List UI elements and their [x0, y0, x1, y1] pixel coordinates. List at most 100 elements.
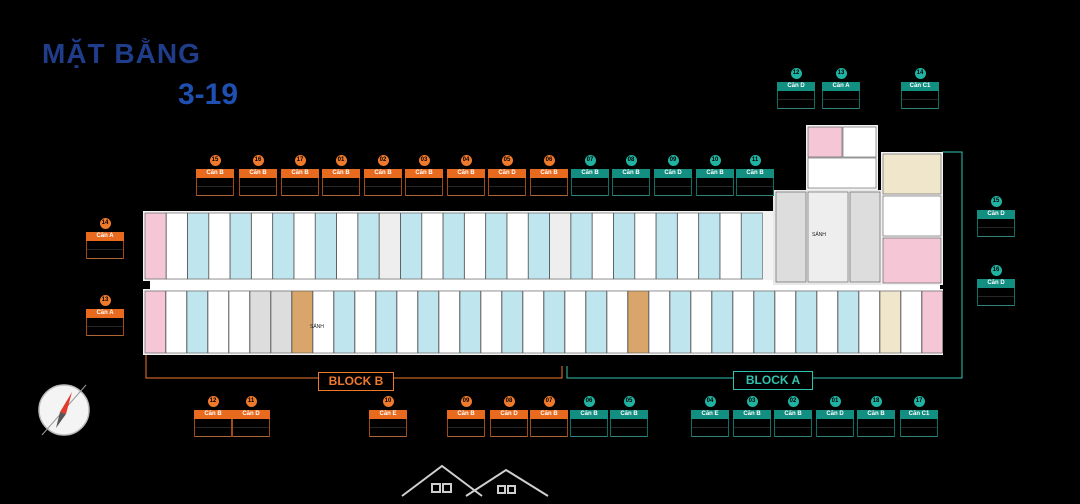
lower-unit-room — [543, 290, 565, 354]
lower-unit-room — [459, 290, 481, 354]
unit-number: 04 — [704, 396, 716, 407]
upper-unit-room — [442, 212, 465, 280]
tower-unit-room — [807, 126, 843, 158]
unit-number: 15 — [209, 155, 221, 166]
core-room — [849, 191, 881, 283]
lower-unit-room — [144, 290, 166, 354]
block-b-label: BLOCK B — [318, 372, 394, 391]
lobby-label-b: SẢNH — [310, 323, 324, 330]
unit-area-table — [696, 178, 734, 196]
upper-unit-room — [315, 212, 337, 280]
unit-number: 11 — [749, 155, 761, 166]
unit-type: Căn B — [736, 169, 774, 178]
block-b-bracket — [145, 352, 563, 379]
unit-type: Căn B — [447, 169, 485, 178]
unit-area-table — [610, 419, 648, 437]
lower-unit-room — [375, 290, 397, 354]
unit-area-table — [901, 91, 939, 109]
unit-type: Căn D — [488, 169, 526, 178]
upper-unit-room — [187, 212, 209, 280]
lower-unit-room — [753, 290, 775, 354]
unit-area-table — [733, 419, 771, 437]
lower-unit-room — [648, 290, 670, 354]
unit-area-table — [490, 419, 528, 437]
lower-unit-room — [795, 290, 817, 354]
lower-unit-room — [501, 290, 523, 354]
unit-area-table — [488, 178, 526, 196]
lower-unit-room — [312, 290, 334, 354]
lower-unit-room — [690, 290, 712, 354]
unit-type: Căn B — [281, 169, 319, 178]
lower-unit-room — [165, 290, 187, 354]
lower-unit-room — [396, 290, 418, 354]
unit-area-table — [86, 241, 124, 259]
unit-area-table — [232, 419, 270, 437]
unit-area-table — [654, 178, 692, 196]
upper-unit-room — [421, 212, 444, 280]
upper-unit-room — [506, 212, 529, 280]
unit-number: 13 — [835, 68, 847, 79]
unit-number: 17 — [913, 396, 925, 407]
unit-type: Căn B — [322, 169, 360, 178]
lower-unit-room — [522, 290, 544, 354]
upper-unit-room — [229, 212, 252, 280]
unit-number: 09 — [460, 396, 472, 407]
unit-area-table — [570, 419, 608, 437]
unit-area-table — [322, 178, 360, 196]
unit-area-table — [447, 419, 485, 437]
unit-area-table — [774, 419, 812, 437]
block-a-bracket — [566, 151, 963, 379]
upper-unit-room — [549, 212, 572, 280]
unit-type: Căn E — [369, 410, 407, 419]
core-room — [775, 191, 807, 283]
lower-unit-room — [417, 290, 439, 354]
unit-number: 07 — [584, 155, 596, 166]
tower-unit-room — [882, 153, 942, 195]
unit-area-table — [281, 178, 319, 196]
unit-number: 05 — [623, 396, 635, 407]
unit-type: Căn B — [696, 169, 734, 178]
unit-type: Căn B — [733, 410, 771, 419]
unit-type: Căn C1 — [901, 82, 939, 91]
lower-unit-room — [585, 290, 607, 354]
upper-unit-room — [166, 212, 188, 280]
upper-unit-room — [400, 212, 422, 280]
